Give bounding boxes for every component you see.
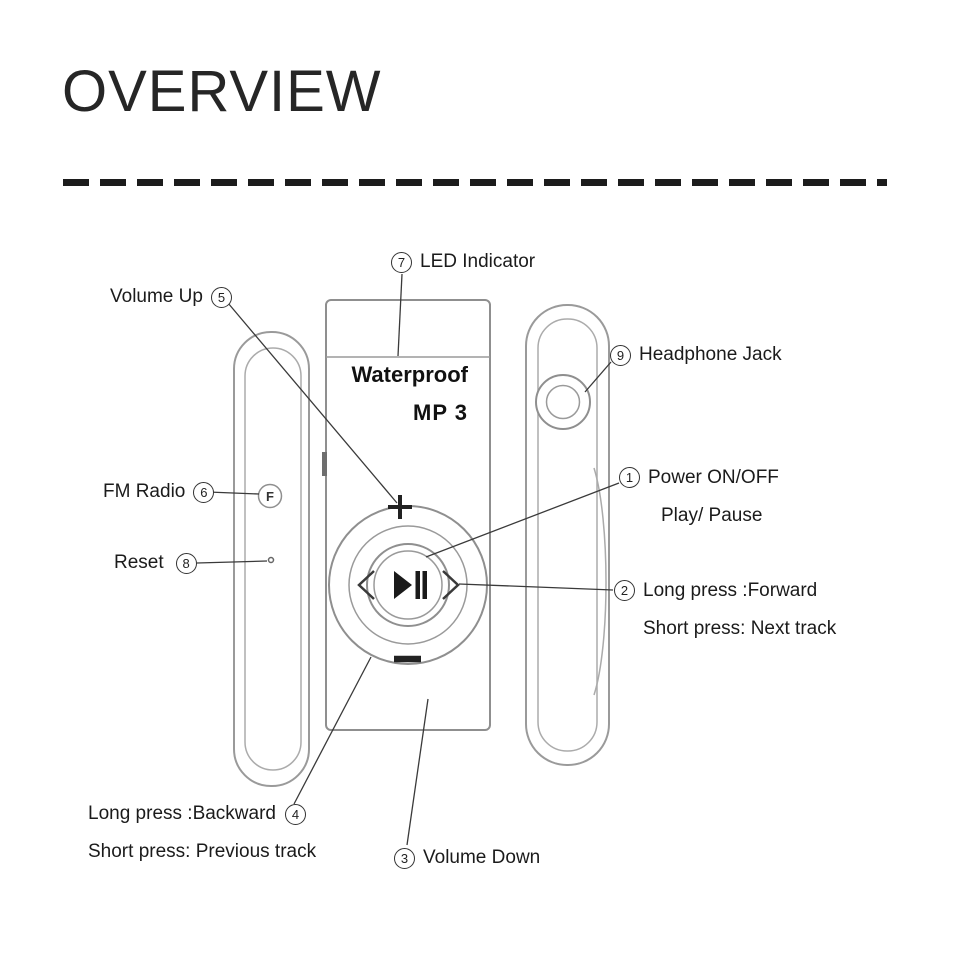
callout-led-indicator: 7 LED Indicator bbox=[391, 251, 535, 273]
callout-power: 1 Power ON/OFF Play/ Pause bbox=[619, 467, 779, 527]
left-side-view-inner-outline bbox=[244, 347, 302, 771]
plus-icon bbox=[388, 495, 412, 519]
callout-reset: Reset 8 bbox=[114, 552, 197, 574]
callout-label-backward-line1: Long press :Backward bbox=[88, 803, 276, 824]
chevron-right-icon bbox=[442, 570, 460, 600]
leader-line-volume-down bbox=[406, 698, 429, 846]
headphone-jack-icon bbox=[535, 374, 591, 430]
headphone-jack-inner-ring bbox=[545, 384, 581, 420]
callout-label-forward-line1: Long press :Forward bbox=[643, 580, 818, 601]
callout-label-fm-radio: FM Radio bbox=[103, 481, 186, 502]
chevron-left-icon bbox=[357, 570, 375, 600]
callout-number-6: 6 bbox=[193, 481, 215, 503]
callout-number-8: 8 bbox=[175, 552, 197, 574]
callout-volume-up: Volume Up 5 bbox=[110, 286, 232, 308]
leader-line-led bbox=[397, 273, 403, 357]
leader-line-backward bbox=[293, 656, 372, 805]
callout-backward: Long press :Backward 4 Short press: Prev… bbox=[88, 803, 316, 863]
callout-backward-row1: Long press :Backward 4 bbox=[88, 803, 316, 825]
center-button-inner-ring bbox=[373, 550, 443, 620]
callout-power-lines: Power ON/OFF Play/ Pause bbox=[648, 467, 779, 527]
callout-label-forward-line2: Short press: Next track bbox=[643, 618, 837, 639]
fm-button-label: F bbox=[266, 489, 274, 504]
callout-fm-radio: FM Radio 6 bbox=[103, 481, 215, 503]
dashed-divider bbox=[63, 179, 887, 186]
callout-label-reset: Reset bbox=[114, 552, 164, 573]
leader-line-volume-up bbox=[227, 302, 398, 504]
callout-number-7: 7 bbox=[391, 251, 412, 273]
callout-label-power-line1: Power ON/OFF bbox=[648, 467, 779, 488]
reset-hole-icon bbox=[267, 556, 275, 564]
callout-number-2: 2 bbox=[614, 580, 635, 601]
callout-forward: 2 Long press :Forward Short press: Next … bbox=[614, 580, 836, 640]
device-label-line2: MP 3 bbox=[413, 400, 468, 425]
callout-number-1: 1 bbox=[619, 467, 640, 488]
fm-button bbox=[257, 483, 283, 509]
left-side-view-outline bbox=[233, 331, 310, 787]
callout-label-volume-up: Volume Up bbox=[110, 286, 203, 307]
right-side-view-inner-outline bbox=[537, 318, 598, 752]
leader-line-forward bbox=[458, 583, 614, 591]
callout-number-5: 5 bbox=[210, 286, 232, 308]
device-side-nub bbox=[322, 452, 327, 476]
leader-line-power bbox=[425, 482, 620, 558]
page-title: OVERVIEW bbox=[62, 59, 382, 124]
callout-label-headphone: Headphone Jack bbox=[639, 344, 782, 365]
callout-number-3: 3 bbox=[394, 847, 415, 869]
callout-label-led: LED Indicator bbox=[420, 251, 536, 272]
leader-line-headphone bbox=[584, 361, 612, 393]
play-pause-icon bbox=[394, 571, 427, 599]
leader-line-fm-radio bbox=[207, 491, 260, 495]
device-label-line1: Waterproof bbox=[351, 362, 468, 387]
leader-line-reset bbox=[196, 560, 268, 564]
control-pad-mid-ring bbox=[348, 525, 468, 645]
callout-label-volume-down: Volume Down bbox=[423, 847, 541, 868]
callout-number-4: 4 bbox=[285, 803, 306, 825]
callout-number-9: 9 bbox=[610, 344, 631, 366]
callout-label-backward-line2: Short press: Previous track bbox=[88, 841, 317, 862]
callout-label-power-line2: Play/ Pause bbox=[661, 505, 763, 526]
device-branding: Waterproof MP 3 bbox=[330, 362, 468, 426]
callout-volume-down: 3 Volume Down bbox=[394, 847, 540, 869]
callout-forward-lines: Long press :Forward Short press: Next tr… bbox=[643, 580, 836, 640]
callout-headphone-jack: 9 Headphone Jack bbox=[610, 344, 782, 366]
